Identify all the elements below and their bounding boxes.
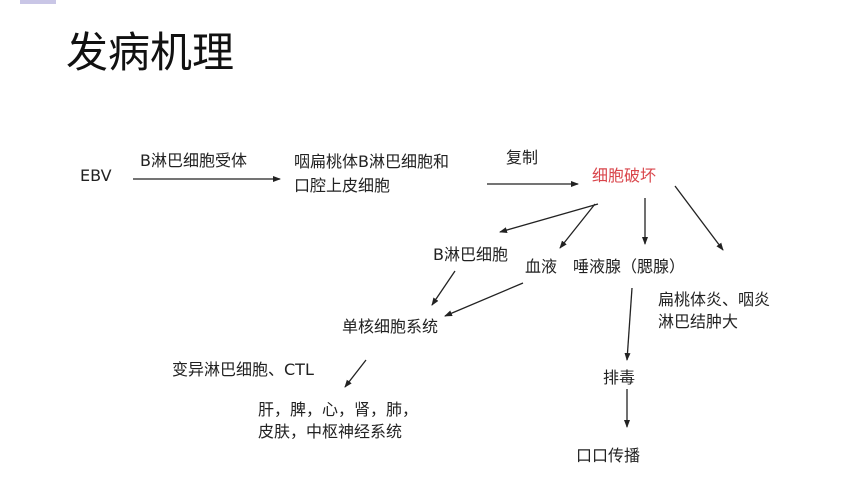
- page-title: 发病机理: [66, 28, 235, 77]
- arrow-to-b-lymphocyte: [499, 203, 599, 233]
- arrow-to-symptoms: [674, 185, 724, 251]
- slide-corner-mark: [20, 0, 56, 4]
- node-organs-line1: 肝，脾，心，肾，肺，: [258, 400, 419, 419]
- arrow-b-to-mononuclear: [431, 270, 456, 306]
- node-target-cells-line1: 咽扁桃体B淋巴细胞和: [294, 152, 449, 171]
- node-mononuclear-system: 单核细胞系统: [342, 317, 439, 336]
- node-blood: 血液: [525, 257, 558, 276]
- arrow-to-blood: [559, 203, 596, 249]
- node-atypical-lymphocytes: 变异淋巴细胞、CTL: [172, 360, 314, 379]
- node-b-lymphocyte: B淋巴细胞: [433, 245, 508, 264]
- arrow-blood-to-mononuclear: [444, 282, 524, 317]
- arrow-salivary-to-shedding: [624, 287, 633, 361]
- node-cell-destruction: 细胞破坏: [592, 166, 657, 185]
- node-symptoms-line2: 淋巴结肿大: [658, 312, 739, 331]
- arrow-ctl-to-organs: [344, 359, 367, 388]
- label-replicate: 复制: [506, 148, 539, 167]
- node-oral-transmission: 口口传播: [576, 446, 641, 465]
- node-ebv: EBV: [80, 166, 112, 185]
- node-symptoms-line1: 扁桃体炎、咽炎: [658, 290, 771, 309]
- node-salivary-gland: 唾液腺（腮腺）: [573, 257, 686, 276]
- node-organs-line2: 皮肤，中枢神经系统: [258, 422, 403, 441]
- label-receptor: B淋巴细胞受体: [140, 151, 247, 170]
- node-target-cells-line2: 口腔上皮细胞: [294, 176, 391, 195]
- node-shedding: 排毒: [603, 368, 636, 387]
